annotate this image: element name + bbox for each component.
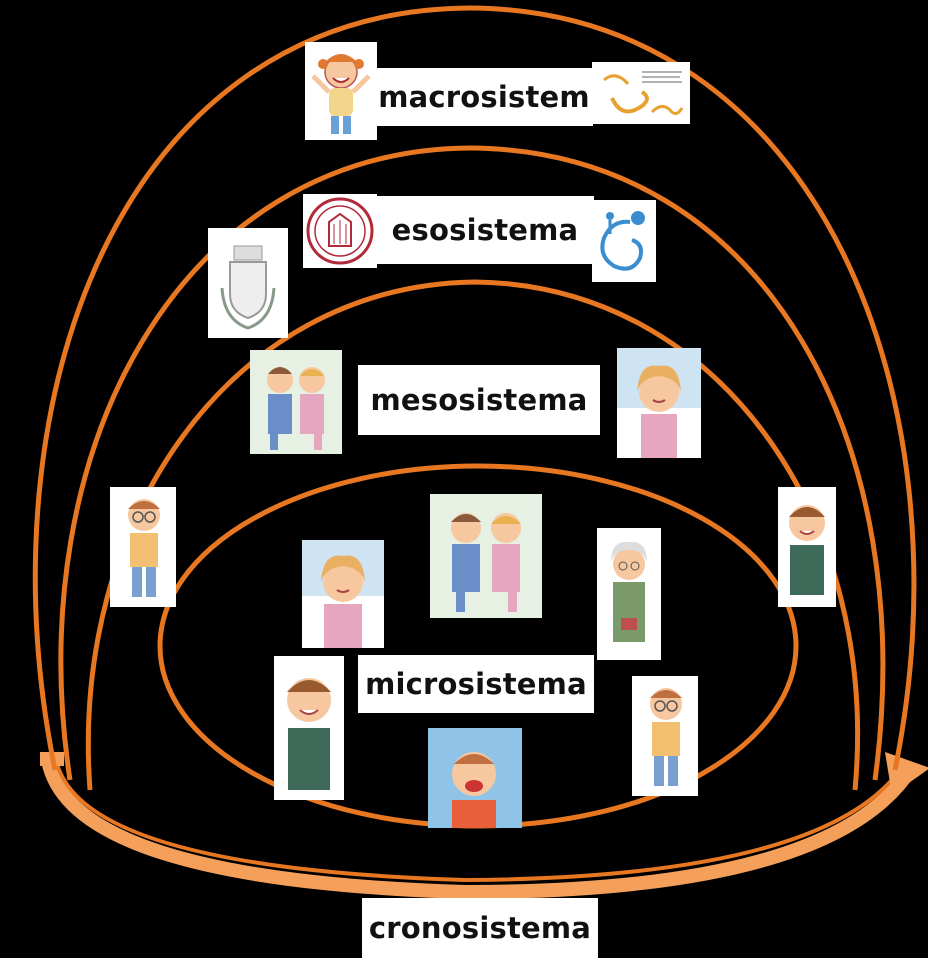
microsistema-label: microsistema: [358, 655, 594, 713]
university-seal-icon: [303, 194, 377, 268]
boy-glasses-icon: [632, 676, 698, 796]
girl-icon: [302, 540, 384, 648]
esosistema-label: esosistema: [376, 196, 594, 264]
cronosistema-label: cronosistema: [362, 898, 598, 958]
girl-icon: [617, 348, 701, 458]
arrow-head-icon: [885, 752, 928, 795]
girl-cheering-icon: [305, 42, 377, 140]
boy-icon: [778, 487, 836, 607]
town-crest-icon: [208, 228, 288, 338]
mesosistema-label: mesosistema: [358, 365, 600, 435]
boy-glasses-icon: [110, 487, 176, 607]
couple-icon: [250, 350, 342, 454]
boy-icon: [274, 656, 344, 800]
couple-icon: [430, 494, 542, 618]
macrosistem-label: macrosistem: [375, 68, 593, 126]
spiral-logo-icon: [592, 200, 656, 282]
institution-logo-icon: [592, 62, 690, 124]
baby-icon: [428, 728, 522, 828]
grandmother-icon: [597, 528, 661, 660]
